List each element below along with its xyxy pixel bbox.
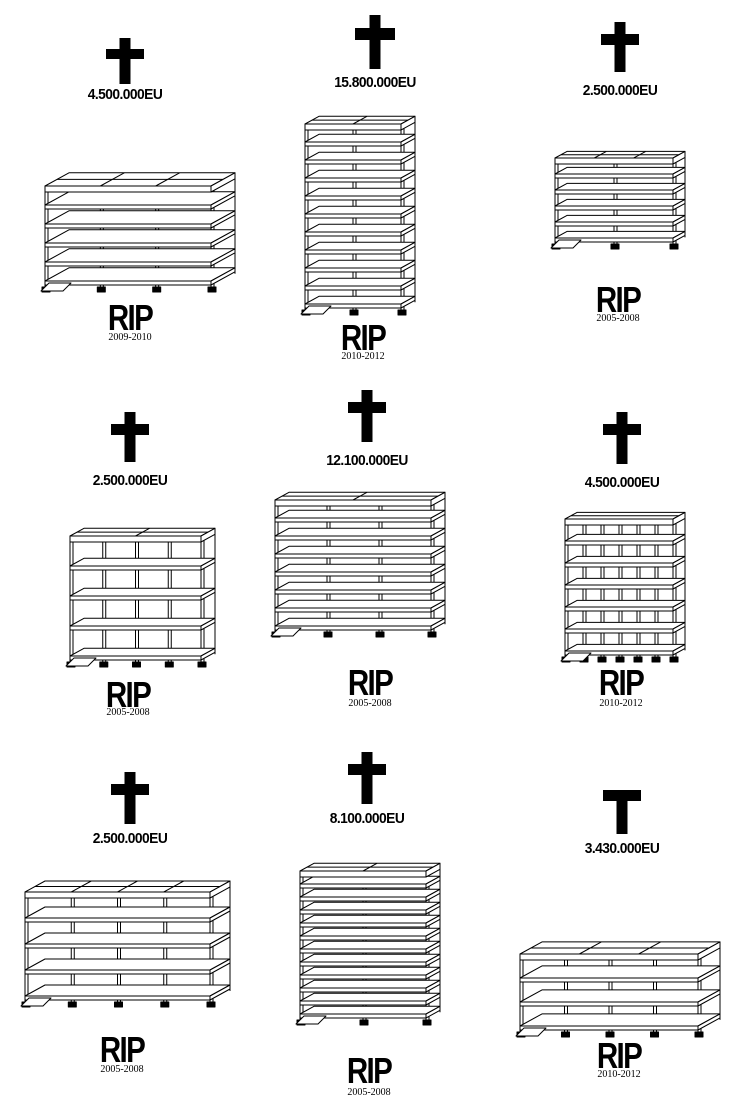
years-label: 2010-2012 (341, 351, 385, 362)
cross-icon (348, 752, 386, 804)
cross-icon (106, 38, 144, 84)
years-label: 2005-2008 (100, 1064, 144, 1075)
years-label: 2010-2012 (597, 1069, 641, 1080)
exploded-floor-tower-drawing (295, 862, 441, 1026)
rip-label: RIP (99, 1029, 146, 1070)
years-label: 2010-2012 (599, 698, 643, 709)
cost-label: 8.100.000EU (329, 810, 405, 827)
cost-label: 2.500.000EU (582, 82, 658, 99)
rip-label: RIP (107, 297, 154, 338)
cost-label: 12.100.000EU (326, 452, 408, 469)
cost-label: 2.500.000EU (92, 472, 168, 489)
cross-icon (601, 22, 639, 72)
cost-label: 4.500.000EU (87, 86, 163, 103)
open-frame-on-columns-drawing (65, 527, 216, 668)
cost-label: 3.430.000EU (584, 840, 660, 857)
cross-icon (603, 790, 641, 834)
cost-label: 4.500.000EU (584, 474, 660, 491)
cross-icon (348, 390, 386, 442)
years-label: 2005-2008 (106, 707, 150, 718)
years-label: 2009-2010 (108, 332, 152, 343)
years-label: 2005-2008 (347, 1087, 391, 1098)
rip-label: RIP (105, 674, 152, 715)
rip-label: RIP (595, 279, 642, 320)
cost-label: 15.800.000EU (334, 74, 416, 91)
open-pavilion-frame-drawing (515, 941, 721, 1038)
cross-icon (355, 15, 395, 69)
cross-icon (603, 412, 641, 464)
compact-stacked-block-drawing (550, 150, 686, 250)
tall-tower-drawing (300, 115, 416, 316)
rip-label: RIP (596, 1035, 643, 1076)
wide-slab-block-drawing (40, 172, 236, 293)
cost-label: 2.500.000EU (92, 830, 168, 847)
cantilever-block-drawing (270, 491, 446, 638)
slatted-facade-block-drawing (560, 511, 686, 663)
low-wide-frame-drawing (20, 880, 231, 1008)
cross-icon (111, 412, 149, 462)
rip-label: RIP (346, 1050, 393, 1091)
cross-icon (111, 772, 149, 824)
years-label: 2005-2008 (348, 698, 392, 709)
rip-label: RIP (347, 662, 394, 703)
years-label: 2005-2008 (596, 313, 640, 324)
rip-label: RIP (340, 317, 387, 358)
rip-label: RIP (598, 662, 645, 703)
